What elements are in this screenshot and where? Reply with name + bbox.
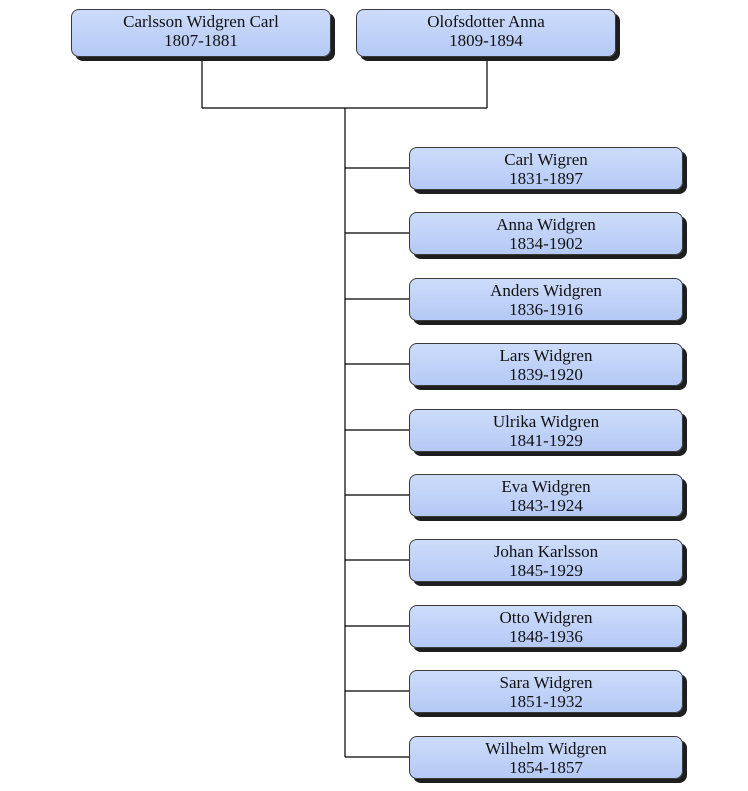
person-years: 1834-1902	[509, 234, 583, 253]
person-years: 1809-1894	[449, 31, 523, 50]
person-years: 1839-1920	[509, 365, 583, 384]
child-node[interactable]: Carl Wigren 1831-1897	[409, 147, 683, 190]
person-years: 1831-1897	[509, 169, 583, 188]
child-node[interactable]: Johan Karlsson 1845-1929	[409, 539, 683, 582]
child-node[interactable]: Wilhelm Widgren 1854-1857	[409, 736, 683, 779]
child-node[interactable]: Anna Widgren 1834-1902	[409, 212, 683, 255]
person-years: 1848-1936	[509, 627, 583, 646]
child-node[interactable]: Lars Widgren 1839-1920	[409, 343, 683, 386]
person-name: Eva Widgren	[501, 477, 591, 496]
person-name: Wilhelm Widgren	[485, 739, 607, 758]
person-name: Lars Widgren	[499, 346, 593, 365]
person-years: 1836-1916	[509, 300, 583, 319]
person-years: 1851-1932	[509, 692, 583, 711]
person-name: Johan Karlsson	[493, 542, 599, 561]
person-name: Olofsdotter Anna	[427, 12, 545, 31]
person-years: 1854-1857	[509, 758, 583, 777]
person-name: Carl Wigren	[504, 150, 588, 169]
person-name: Sara Widgren	[499, 673, 593, 692]
child-node[interactable]: Eva Widgren 1843-1924	[409, 474, 683, 517]
person-years: 1807-1881	[164, 31, 238, 50]
person-name: Ulrika Widgren	[492, 412, 600, 431]
parent-node-mother[interactable]: Olofsdotter Anna 1809-1894	[356, 9, 616, 57]
child-node[interactable]: Otto Widgren 1848-1936	[409, 605, 683, 648]
person-name: Otto Widgren	[499, 608, 593, 627]
child-node[interactable]: Ulrika Widgren 1841-1929	[409, 409, 683, 452]
person-years: 1841-1929	[509, 431, 583, 450]
parent-node-father[interactable]: Carlsson Widgren Carl 1807-1881	[71, 9, 331, 57]
child-node[interactable]: Sara Widgren 1851-1932	[409, 670, 683, 713]
person-years: 1843-1924	[509, 496, 583, 515]
person-name: Carlsson Widgren Carl	[123, 12, 279, 31]
person-years: 1845-1929	[509, 561, 583, 580]
child-node[interactable]: Anders Widgren 1836-1916	[409, 278, 683, 321]
person-name: Anders Widgren	[490, 281, 602, 300]
person-name: Anna Widgren	[496, 215, 596, 234]
